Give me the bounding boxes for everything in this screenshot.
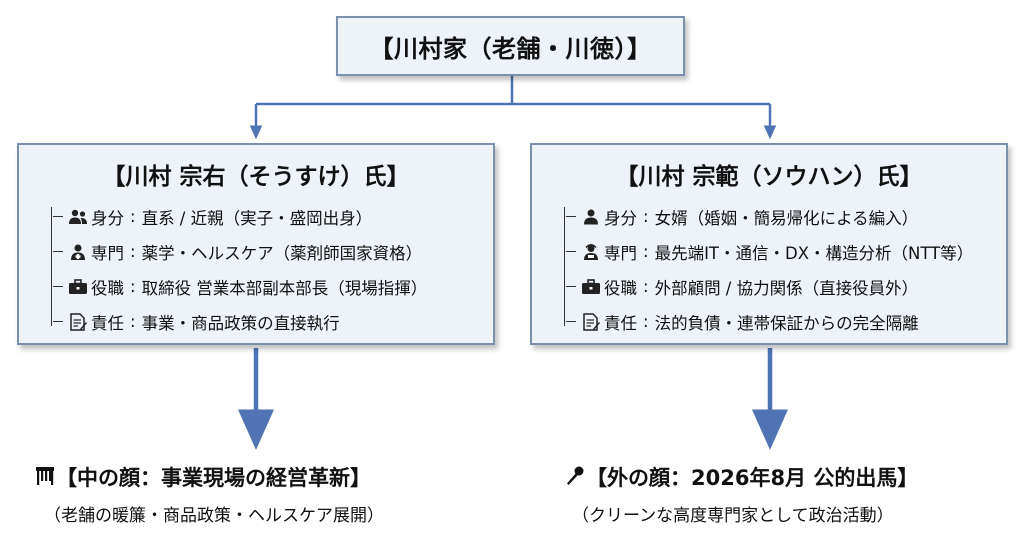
engineer-icon (580, 242, 602, 262)
attribute-row-status: 身分:直系 / 近親（実子・盛岡出身） (52, 199, 427, 234)
attribute-row-responsibility: 責任:事業・商品政策の直接執行 (52, 304, 427, 339)
attribute-row-position: 役職:取締役 営業本部副本部長（現場指揮） (52, 269, 427, 304)
microphone-icon (564, 465, 586, 492)
document-icon (67, 312, 89, 332)
attribute-list: 身分:女婿（婚姻・簡易帰化による編入） 専門:最先端IT・通信・DX・構造分析（… (554, 199, 973, 339)
attribute-list: 身分:直系 / 近親（実子・盛岡出身） 専門:薬学・ヘルスケア（薬剤師国家資格）… (41, 199, 427, 339)
top-branch-lines (249, 76, 777, 140)
inner-face-subtitle: （老舗の暖簾・商品政策・ヘルスケア展開） (44, 506, 384, 526)
person-title: 【川村 宗右（そうすけ）氏】 (102, 164, 410, 190)
tree-line (51, 207, 64, 326)
family-title: 【川村家（老舗・川徳）】 (369, 34, 652, 63)
briefcase-icon (67, 277, 89, 297)
pharmacist-icon (67, 242, 89, 262)
inner-face-title: 【中の顔：事業現場の経営革新】 (34, 462, 371, 492)
outer-face-title: 【外の顔：2026年8月 公的出馬】 (564, 462, 918, 492)
person-title: 【川村 宗範（ソウハン）氏】 (615, 164, 923, 190)
attribute-row-position: 役職:外部顧問 / 協力関係（直接役員外） (565, 269, 973, 304)
tree-line (564, 207, 577, 326)
people-icon (67, 207, 89, 227)
attribute-row-specialty: 専門:最先端IT・通信・DX・構造分析（NTT等） (565, 234, 973, 269)
attribute-row-specialty: 専門:薬学・ヘルスケア（薬剤師国家資格） (52, 234, 427, 269)
person-box-sosuke: 【川村 宗右（そうすけ）氏】 身分:直系 / 近親（実子・盛岡出身） 専門:薬学… (17, 143, 495, 345)
attribute-row-responsibility: 責任:法的負債・連帯保証からの完全隔離 (565, 304, 973, 339)
family-box: 【川村家（老舗・川徳）】 (336, 16, 685, 76)
outer-face-subtitle: （クリーンな高度専門家として政治活動） (572, 506, 894, 526)
shopfront-icon (34, 465, 56, 492)
briefcase-icon (580, 277, 602, 297)
person-icon (580, 207, 602, 227)
person-box-sohan: 【川村 宗範（ソウハン）氏】 身分:女婿（婚姻・簡易帰化による編入） 専門:最先… (530, 143, 1008, 345)
document-icon (580, 312, 602, 332)
attribute-row-status: 身分:女婿（婚姻・簡易帰化による編入） (565, 199, 973, 234)
